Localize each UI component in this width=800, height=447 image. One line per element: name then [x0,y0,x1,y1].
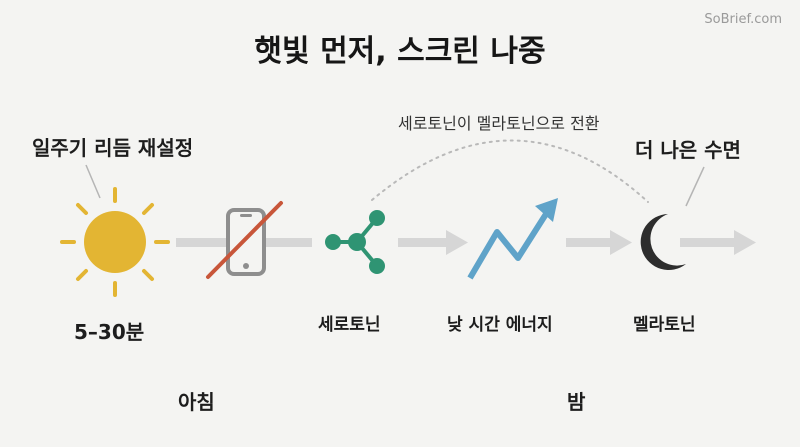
morning-label: 아침 [178,390,215,414]
better-sleep-label: 더 나은 수면 [635,138,741,162]
no-phone-icon [206,201,283,279]
daytime-energy-label: 낮 시간 에너지 [447,315,553,335]
connector-lines [176,230,756,255]
rising-arrow-icon [467,198,558,280]
conversion-arc [371,139,649,203]
night-label: 밤 [567,390,586,414]
melatonin-label: 멜라토닌 [633,315,696,335]
page-title: 햇빛 먼저, 스크린 나중 [254,34,546,69]
watermark: SoBrief.com [704,12,782,27]
sun-icon [60,187,170,297]
molecule-icon [325,210,385,274]
sleep-pointer [685,166,705,207]
moon-icon [640,214,686,270]
circadian-reset-label: 일주기 리듬 재설정 [32,136,194,160]
circadian-pointer [85,164,101,199]
serotonin-label: 세로토닌 [318,315,381,335]
duration-label: 5–30분 [74,320,145,344]
conversion-label: 세로토닌이 멜라토닌으로 전환 [398,114,600,133]
